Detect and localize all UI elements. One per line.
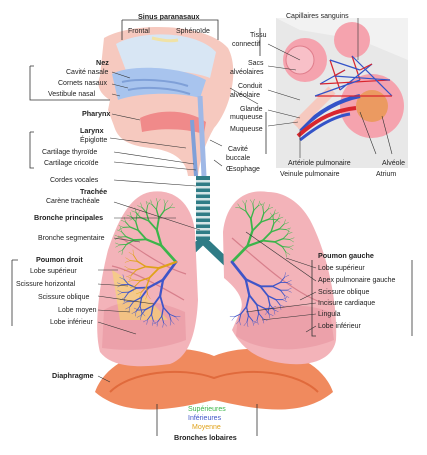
sphenoide-label: Sphénoïde bbox=[176, 28, 210, 35]
inferieures-label: Inférieures bbox=[188, 415, 222, 422]
tissu-conjonctif-label-1: Tissu bbox=[250, 32, 267, 39]
glande-muqueuse-label-2: muqueuse bbox=[230, 114, 263, 121]
sacs-alveolaires-label-2: alvéolaires bbox=[230, 69, 264, 76]
alveole-label: Alvéole bbox=[382, 160, 405, 167]
cartilage-thyroide-label: Cartilage thyroïde bbox=[42, 149, 98, 156]
diaphragme-label: Diaphragme bbox=[52, 371, 94, 380]
scissure-oblique-droit-label: Scissure oblique bbox=[38, 294, 90, 301]
head-sagittal-illustration bbox=[98, 27, 234, 177]
lobe-inferieur-droit-label: Lobe inférieur bbox=[50, 319, 93, 326]
muqueuse-label: Muqueuse bbox=[230, 126, 263, 133]
cornets-nasaux-label: Cornets nasaux bbox=[58, 80, 108, 87]
cavite-buccale-label-1: Cavité bbox=[228, 146, 248, 153]
conduit-alveolaire-label-2: alvéolaire bbox=[230, 92, 260, 99]
bronches-lobaires-header: Bronches lobaires bbox=[174, 433, 237, 442]
larynx-header: Larynx bbox=[80, 126, 104, 135]
leader-lines bbox=[97, 18, 393, 383]
pharynx-label: Pharynx bbox=[82, 109, 111, 118]
lobe-superieur-gauche-label: Lobe supérieur bbox=[318, 265, 365, 272]
sacs-alveolaires-label-1: Sacs bbox=[248, 60, 264, 67]
incisure-cardiaque-label: Incisure cardiaque bbox=[318, 300, 376, 307]
tissu-conjonctif-label-2: connectif bbox=[232, 41, 261, 48]
cartilage-cricoide-label: Cartilage cricoïde bbox=[44, 160, 99, 167]
veinule-pulmonaire-label: Veinule pulmonaire bbox=[280, 171, 340, 178]
lobe-superieur-droit-label: Lobe supérieur bbox=[30, 268, 77, 275]
lungs-illustration bbox=[97, 191, 337, 367]
frontal-label: Frontal bbox=[128, 28, 150, 35]
oesophage-label: Œsophage bbox=[226, 166, 260, 173]
conduit-alveolaire-label-1: Conduit bbox=[238, 83, 263, 90]
lingula-label: Lingula bbox=[318, 311, 341, 318]
cavite-buccale-label-2: buccale bbox=[226, 155, 251, 162]
carene-tracheale-label: Carène trachéale bbox=[46, 198, 100, 205]
scissure-oblique-gauche-label: Scissure oblique bbox=[318, 289, 370, 296]
nez-header: Nez bbox=[96, 58, 109, 67]
trachee-header: Trachée bbox=[80, 187, 108, 196]
glande-muqueuse-label-1: Glande bbox=[240, 106, 263, 113]
alveoli-inset-illustration bbox=[276, 18, 408, 168]
epiglotte-label: Épiglotte bbox=[80, 137, 108, 144]
cordes-vocales-label: Cordes vocales bbox=[50, 177, 99, 184]
cavite-nasale-label: Cavité nasale bbox=[66, 69, 109, 76]
atrium-label: Atrium bbox=[376, 171, 397, 178]
label-brackets bbox=[11, 19, 413, 436]
poumon-droit-header: Poumon droit bbox=[36, 255, 83, 264]
lobe-inferieur-gauche-label: Lobe inférieur bbox=[318, 323, 361, 330]
superieures-label: Supérieures bbox=[188, 406, 226, 413]
scissure-horizontal-label: Scissure horizontal bbox=[16, 281, 76, 288]
bronche-segmentaire-label: Bronche segmentaire bbox=[38, 235, 105, 242]
sinus-paranasaux-header: Sinus paranasaux bbox=[138, 12, 200, 21]
capillaires-sanguins-label: Capillaires sanguins bbox=[286, 13, 349, 20]
bronche-principales-label: Bronche principales bbox=[34, 213, 104, 222]
arteriole-pulmonaire-label: Artériole pulmonaire bbox=[288, 160, 351, 167]
moyenne-label: Moyenne bbox=[192, 424, 221, 431]
lobe-moyen-label: Lobe moyen bbox=[58, 307, 97, 314]
poumon-gauche-header: Poumon gauche bbox=[318, 251, 374, 260]
apex-pulmonaire-gauche-label: Apex pulmonaire gauche bbox=[318, 277, 396, 284]
vestibule-nasal-label: Vestibule nasal bbox=[48, 91, 96, 98]
